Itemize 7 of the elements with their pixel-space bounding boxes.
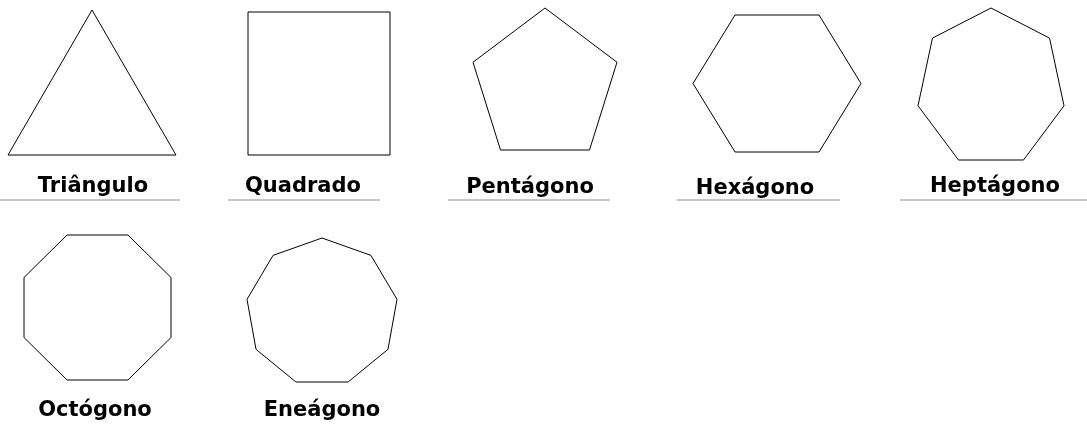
shape-name: Quadrado bbox=[245, 174, 361, 198]
shape-name: Pentágono bbox=[466, 175, 594, 199]
shape-name: Triângulo bbox=[37, 174, 149, 198]
shape-name: Hexágono bbox=[695, 176, 815, 200]
shape-name: Eneágono bbox=[263, 398, 381, 422]
shape-name: Heptágono bbox=[930, 174, 1060, 198]
shape-name: Octógono bbox=[38, 398, 152, 422]
